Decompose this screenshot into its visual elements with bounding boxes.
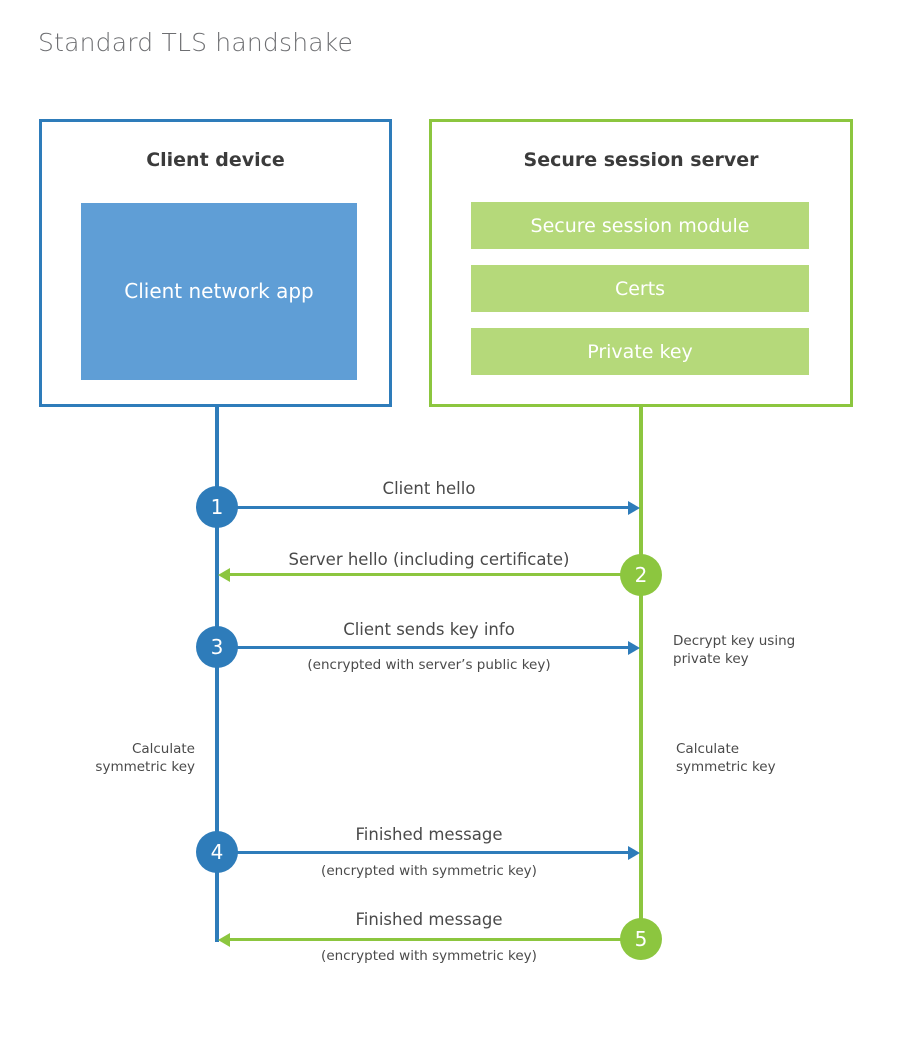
secure-session-server-panel: Secure session server Secure session mod… — [429, 119, 853, 407]
client-calculate-symmetric-key-note: Calculate symmetric key — [35, 740, 195, 776]
page-title: Standard TLS handshake — [38, 28, 354, 57]
server-calc-line1: Calculate — [676, 741, 740, 757]
client-network-app-box: Client network app — [81, 203, 357, 380]
decrypt-key-note: Decrypt key using private key — [673, 632, 863, 668]
step-3-label: Client sends key info — [343, 620, 515, 639]
step-5-arrow — [229, 938, 641, 941]
server-bar-certs: Certs — [471, 265, 809, 312]
step-1-arrow — [217, 506, 629, 509]
step-2-circle: 2 — [620, 554, 662, 596]
step-2-label: Server hello (including certificate) — [288, 550, 570, 569]
server-calc-line2: symmetric key — [676, 759, 776, 776]
step-1-label: Client hello — [382, 479, 476, 498]
step-5-circle: 5 — [620, 918, 662, 960]
step-3-circle: 3 — [196, 626, 238, 668]
step-4-circle: 4 — [196, 831, 238, 873]
step-5-label: Finished message — [355, 910, 503, 929]
decrypt-key-note-line1: Decrypt key using — [673, 633, 796, 649]
step-2-arrow — [229, 573, 641, 576]
step-4-sub-label: (encrypted with symmetric key) — [321, 863, 537, 879]
server-calculate-symmetric-key-note: Calculate symmetric key — [676, 740, 856, 776]
step-1-circle: 1 — [196, 486, 238, 528]
secure-session-server-title: Secure session server — [523, 149, 759, 171]
decrypt-key-note-line2: private key — [673, 651, 749, 668]
step-3-arrow — [217, 646, 629, 649]
client-lifeline — [215, 407, 219, 942]
client-calc-line1: Calculate — [131, 741, 195, 757]
step-4-arrow — [217, 851, 629, 854]
server-lifeline — [639, 407, 643, 940]
client-calc-line2: symmetric key — [95, 759, 195, 776]
step-4-label: Finished message — [355, 825, 503, 844]
step-5-sub-label: (encrypted with symmetric key) — [321, 948, 537, 964]
step-3-sub-label: (encrypted with server’s public key) — [307, 657, 551, 673]
server-bar-private-key: Private key — [471, 328, 809, 375]
client-device-panel: Client device Client network app — [39, 119, 392, 407]
server-bar-secure-session-module: Secure session module — [471, 202, 809, 249]
client-device-title: Client device — [146, 149, 285, 171]
